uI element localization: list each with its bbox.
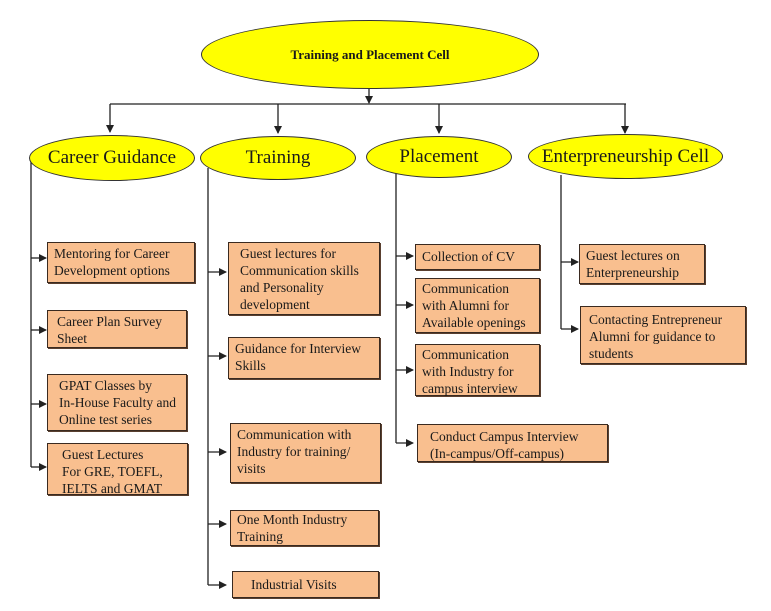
cg-item-gpat-classes: GPAT Classes by In-House Faculty and Onl… — [47, 374, 187, 431]
branch-entrepreneurship-cell: Enterpreneurship Cell — [528, 134, 723, 179]
branch-placement: Placement — [366, 136, 512, 178]
pl-item-conduct-campus-interview: Conduct Campus Interview (In-campus/Off-… — [417, 424, 608, 462]
tr-item-guest-lectures-communication: Guest lectures for Communication skills … — [228, 242, 380, 315]
cg-item-career-plan-survey: Career Plan Survey Sheet — [47, 310, 187, 348]
pl-item-alumni-communication: Communication with Alumni for Available … — [415, 278, 540, 333]
root-label: Training and Placement Cell — [290, 46, 450, 62]
en-item-contacting-alumni: Contacting Entrepreneur Alumni for guida… — [580, 306, 746, 364]
en-item-guest-lectures-enterpreneurship: Guest lectures on Enterpreneurship — [579, 244, 705, 284]
cg-item-mentoring: Mentoring for Career Development options — [47, 242, 195, 283]
root-node: Training and Placement Cell — [201, 20, 539, 89]
branch-label: Training — [245, 147, 311, 168]
branch-training: Training — [200, 136, 356, 180]
tr-item-interview-guidance: Guidance for Interview Skills — [228, 337, 380, 379]
branch-label: Placement — [399, 146, 479, 167]
cg-item-guest-lectures-gre: Guest Lectures For GRE, TOEFL, IELTS and… — [47, 443, 188, 496]
pl-item-industry-campus-interview: Communication with Industry for campus i… — [415, 344, 540, 396]
tr-item-one-month-training: One Month Industry Training — [230, 510, 379, 546]
pl-item-collection-of-cv: Collection of CV — [415, 244, 540, 270]
tr-item-industrial-visits: Industrial Visits — [232, 571, 379, 598]
branch-label: Enterpreneurship Cell — [541, 145, 710, 167]
tr-item-industry-communication: Communication with Industry for training… — [230, 423, 381, 483]
branch-career-guidance: Career Guidance — [29, 135, 195, 181]
branch-label: Career Guidance — [47, 147, 177, 168]
